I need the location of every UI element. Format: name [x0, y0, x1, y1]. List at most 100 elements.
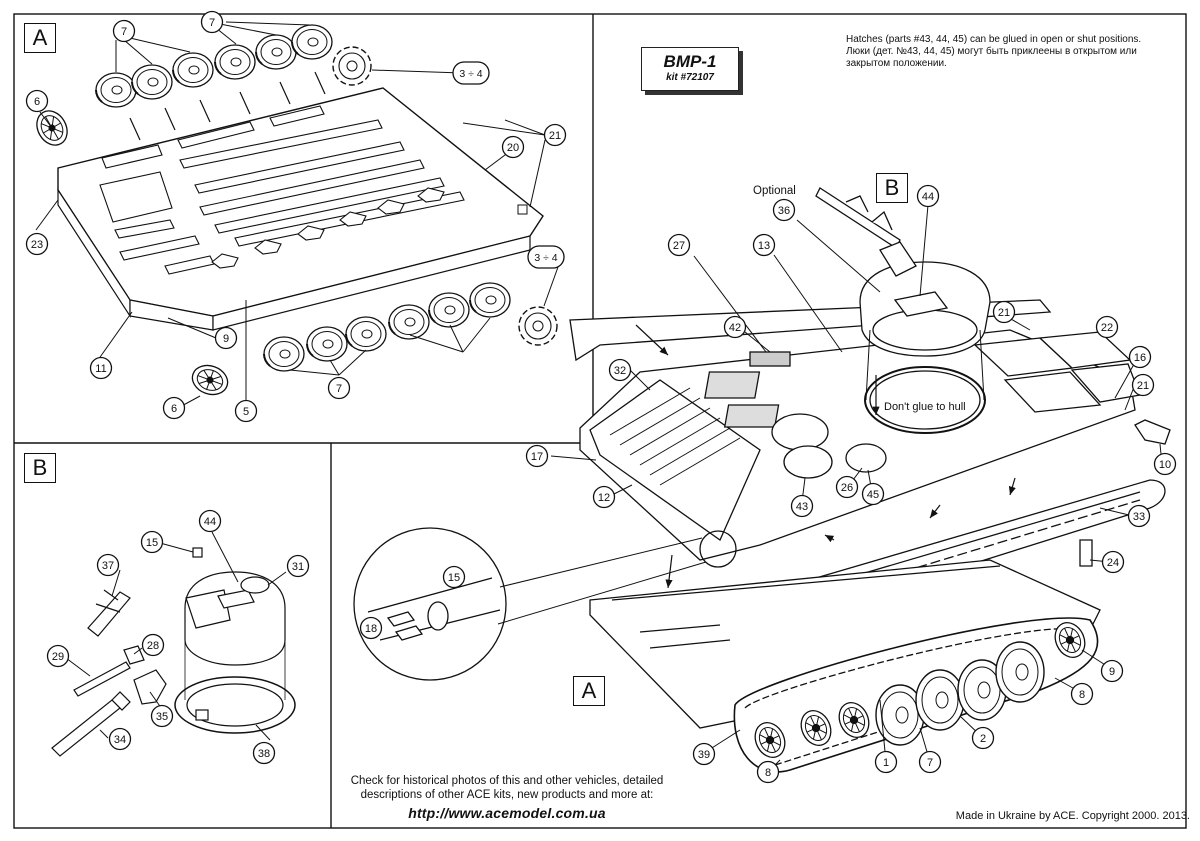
callout-main-26: 2 [971, 726, 995, 750]
callout-main-7: 22 [1095, 315, 1119, 339]
callout-panel-b-8: 38 [252, 741, 276, 765]
callout-main-20: 9 [1100, 659, 1124, 683]
callout-number: 7 [927, 757, 933, 769]
callout-number: 26 [841, 482, 853, 494]
callout-number: 13 [758, 240, 770, 252]
callout-main-0: 27 [667, 233, 691, 257]
callout-number: 3 ÷ 4 [459, 68, 482, 80]
callout-main-9: 21 [1131, 373, 1155, 397]
hatch-note: Hatches (parts #43, 44, 45) can be glued… [846, 34, 1176, 70]
callout-panel-a-8: 11 [89, 356, 113, 380]
callout-number: 15 [448, 572, 460, 584]
callout-main-24: 1 [874, 750, 898, 774]
callout-number: 6 [171, 403, 177, 415]
callout-panel-a-3: 3 ÷ 4 [452, 61, 490, 85]
callout-number: 8 [765, 767, 771, 779]
dont-glue-label: Don't glue to hull [884, 401, 966, 413]
callout-main-23: 8 [756, 760, 780, 784]
callout-number: 6 [34, 96, 40, 108]
callout-number: 10 [1159, 459, 1171, 471]
callout-number: 21 [998, 307, 1010, 319]
callout-number: 22 [1101, 322, 1113, 334]
model-title-box: BMP-1 kit #72107 [641, 47, 739, 91]
hatch-note-en: Hatches (parts #43, 44, 45) can be glued… [846, 34, 1142, 45]
callout-number: 27 [673, 240, 685, 252]
callout-main-13: 26 [835, 475, 859, 499]
callout-panel-a-4: 21 [543, 123, 567, 147]
callout-number: 5 [243, 406, 249, 418]
section-label-b-main: B [876, 173, 908, 203]
callout-main-22: 39 [692, 742, 716, 766]
callout-panel-b-1: 44 [198, 509, 222, 533]
callout-number: 9 [223, 333, 229, 345]
callout-panel-b-0: 15 [140, 530, 164, 554]
callout-main-10: 17 [525, 444, 549, 468]
optional-label: Optional [753, 185, 796, 197]
callout-main-1: 13 [752, 233, 776, 257]
callout-panel-b-7: 34 [108, 727, 132, 751]
callout-number: 44 [204, 516, 216, 528]
callout-number: 36 [778, 205, 790, 217]
callout-number: 16 [1134, 352, 1146, 364]
hatch-note-ru-1: Люки (дет. №43, 44, 45) могут быть прикл… [846, 46, 1137, 57]
callout-panel-b-5: 29 [46, 644, 70, 668]
website-link[interactable]: http://www.acemodel.com.ua [408, 805, 606, 821]
callout-main-3: 44 [916, 184, 940, 208]
callout-number: 3 ÷ 4 [534, 252, 557, 264]
callout-number: 43 [796, 501, 808, 513]
callout-number: 28 [147, 640, 159, 652]
callout-number: 21 [549, 130, 561, 142]
callout-number: 34 [114, 734, 126, 746]
callout-main-21: 8 [1070, 682, 1094, 706]
callout-number: 7 [121, 26, 127, 38]
callout-panel-b-4: 28 [141, 633, 165, 657]
callout-number: 9 [1109, 666, 1115, 678]
footer-line-2: descriptions of other ACE kits, new prod… [360, 789, 654, 801]
callout-main-16: 33 [1127, 504, 1151, 528]
footer-line-1: Check for historical photos of this and … [350, 775, 664, 787]
callout-main-15: 10 [1153, 452, 1177, 476]
copyright: Made in Ukraine by ACE. Copyright 2000. … [955, 810, 1190, 822]
callout-main-5: 32 [608, 358, 632, 382]
callout-main-4: 42 [723, 315, 747, 339]
callout-number: 37 [102, 560, 114, 572]
callout-number: 20 [507, 142, 519, 154]
callout-main-11: 12 [592, 485, 616, 509]
callout-panel-a-12: 7 [327, 376, 351, 400]
callout-main-18: 15 [442, 565, 466, 589]
callout-panel-a-10: 6 [162, 396, 186, 420]
hatch-note-ru-2: закрытом положении. [846, 58, 947, 69]
main-hull-drawing [353, 187, 1171, 773]
panel-a-drawing [30, 21, 559, 409]
callout-number: 18 [365, 623, 377, 635]
panel-b-drawing [51, 531, 296, 757]
model-title: BMP-1 [663, 52, 717, 71]
callout-main-8: 16 [1128, 345, 1152, 369]
callout-panel-b-2: 31 [286, 554, 310, 578]
callout-panel-a-11: 5 [234, 399, 258, 423]
callout-panel-a-1: 7 [112, 19, 136, 43]
callout-number: 8 [1079, 689, 1085, 701]
callout-number: 35 [156, 711, 168, 723]
callout-main-19: 18 [359, 616, 383, 640]
callout-main-25: 7 [918, 750, 942, 774]
callout-number: 24 [1107, 557, 1119, 569]
callout-number: 23 [31, 239, 43, 251]
callout-number: 7 [209, 17, 215, 29]
callout-number: 33 [1133, 511, 1145, 523]
callout-panel-b-6: 35 [150, 704, 174, 728]
callout-main-2: 36 [772, 198, 796, 222]
callout-number: 1 [883, 757, 889, 769]
callout-panel-a-2: 7 [200, 10, 224, 34]
callout-number: 29 [52, 651, 64, 663]
section-label-b-panel: B [24, 453, 56, 483]
callout-panel-a-7: 3 ÷ 4 [527, 245, 565, 269]
callout-number: 44 [922, 191, 934, 203]
callout-number: 11 [95, 363, 106, 375]
callout-number: 12 [598, 492, 610, 504]
callout-main-12: 43 [790, 494, 814, 518]
callout-number: 42 [729, 322, 741, 334]
callout-panel-a-5: 20 [501, 135, 525, 159]
callout-number: 45 [867, 489, 879, 501]
